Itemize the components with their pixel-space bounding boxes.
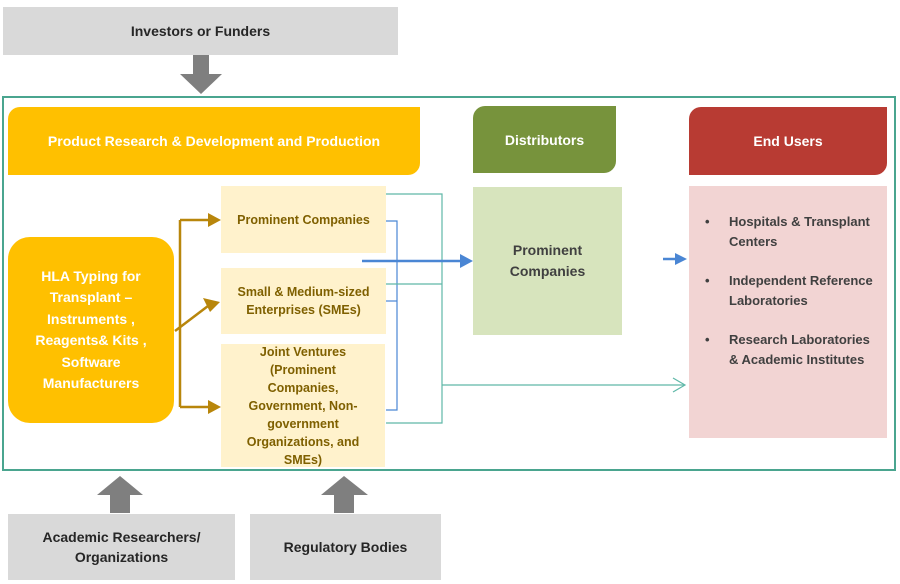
end-users-list: • Hospitals & Transplant Centers • Indepen… bbox=[705, 212, 877, 370]
manufacturer-label: Joint Ventures (Prominent Companies, Gov… bbox=[246, 344, 360, 467]
manufacturer-label: Prominent Companies bbox=[237, 212, 370, 227]
manufacturing-header-label: Product Research & Development and Produ… bbox=[47, 133, 381, 149]
end-users-header-label: End Users bbox=[753, 133, 823, 149]
distributor-box: Prominent Companies bbox=[473, 187, 622, 335]
bullet-icon: • bbox=[705, 332, 710, 347]
value-chain-frame bbox=[2, 96, 896, 471]
teal-bracket bbox=[386, 193, 687, 424]
arrowhead-icon bbox=[208, 400, 221, 414]
academic-box: Academic Researchers/ Organizations bbox=[8, 514, 235, 580]
end-user-label: Research Laboratories & Academic Institu… bbox=[729, 332, 870, 367]
end-user-item: • Independent Reference Laboratories bbox=[705, 271, 877, 311]
distributors-header-label: Distributors bbox=[504, 131, 585, 148]
investors-label: Investors or Funders bbox=[130, 23, 271, 39]
manufacturer-label: Small & Medium-sized Enterprises (SMEs) bbox=[237, 285, 370, 317]
investors-box: Investors or Funders bbox=[3, 7, 398, 55]
end-users-header: End Users bbox=[689, 107, 887, 175]
manufacturer-box-smes: Small & Medium-sized Enterprises (SMEs) bbox=[221, 268, 386, 334]
end-users-box: • Hospitals & Transplant Centers • Indepen… bbox=[689, 186, 887, 438]
manufacturer-box-prominent: Prominent Companies bbox=[221, 186, 386, 253]
manufacturing-header: Product Research & Development and Produ… bbox=[8, 107, 420, 175]
regulatory-box: Regulatory Bodies bbox=[250, 514, 441, 580]
hla-manufacturers-box: HLA Typing for Transplant – Instruments … bbox=[8, 237, 174, 423]
arrowhead-icon bbox=[203, 298, 220, 312]
arrowhead-icon bbox=[460, 254, 473, 268]
blue-bracket bbox=[386, 220, 398, 411]
academic-label: Academic Researchers/ Organizations bbox=[42, 529, 201, 565]
academic-up-arrow-icon bbox=[97, 476, 143, 513]
end-user-label: Hospitals & Transplant Centers bbox=[729, 214, 870, 249]
hla-branch-arrows bbox=[174, 218, 209, 409]
bullet-icon: • bbox=[705, 214, 710, 229]
end-user-item: • Research Laboratories & Academic Instit… bbox=[705, 330, 877, 370]
bullet-icon: • bbox=[705, 273, 710, 288]
distributor-label: Prominent Companies bbox=[509, 242, 586, 279]
regulatory-label: Regulatory Bodies bbox=[283, 539, 408, 555]
regulatory-up-arrow-icon bbox=[321, 476, 368, 513]
arrowhead-icon bbox=[208, 213, 221, 227]
end-user-item: • Hospitals & Transplant Centers bbox=[705, 212, 877, 252]
arrowhead-icon bbox=[675, 253, 687, 265]
manufacturer-box-joint-ventures: Joint Ventures (Prominent Companies, Gov… bbox=[221, 344, 385, 467]
end-user-label: Independent Reference Laboratories bbox=[729, 273, 873, 308]
investors-down-arrow-icon bbox=[180, 55, 222, 94]
distributors-header: Distributors bbox=[473, 106, 616, 173]
hla-manufacturers-label: HLA Typing for Transplant – Instruments … bbox=[35, 267, 147, 392]
